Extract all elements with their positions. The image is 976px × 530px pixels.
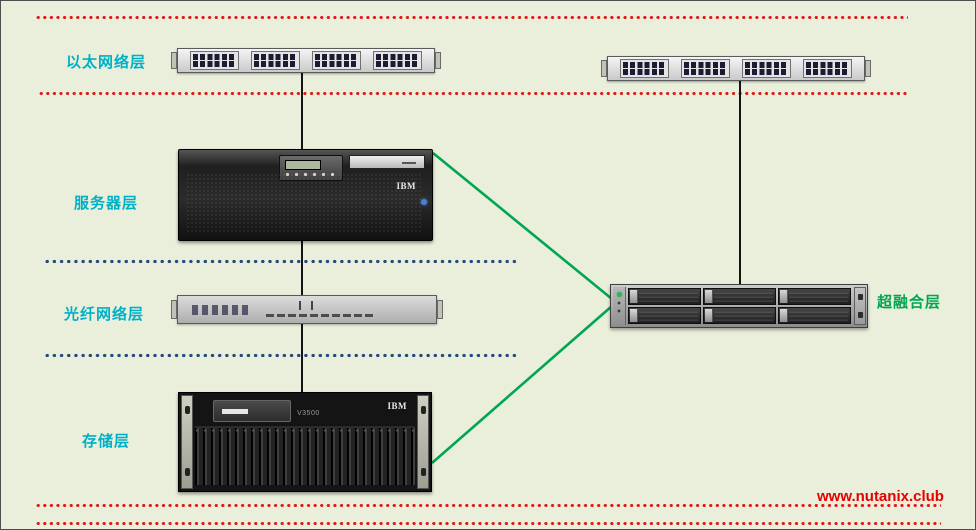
panel-slot	[222, 409, 248, 414]
rack-ear	[865, 60, 871, 77]
ethernet-switch-left	[171, 48, 441, 73]
fiber-switch	[171, 295, 443, 324]
control-strip	[613, 287, 626, 325]
ibm-logo: IBM	[396, 181, 416, 191]
link-hci-to-storage	[431, 305, 613, 464]
label-hci-layer: 超融合层	[876, 294, 941, 311]
ibm-storage: V3500 IBM	[178, 392, 432, 492]
drive-bay	[628, 307, 701, 324]
rack-ear	[171, 52, 177, 69]
red-dotted-line-bottom-2	[36, 521, 941, 526]
link-hci-to-server	[432, 151, 613, 301]
label-fiber-layer: 光纤网络层	[63, 306, 144, 323]
red-dotted-line-bottom-1	[36, 503, 941, 508]
drive-bay	[778, 288, 851, 305]
port-group	[620, 59, 669, 78]
rack-ear	[171, 300, 177, 319]
drive-bay	[628, 288, 701, 305]
label-storage-layer: 存储层	[81, 433, 130, 450]
port-group	[681, 59, 730, 78]
port-group	[251, 51, 300, 70]
rack-ear	[437, 300, 443, 319]
red-dotted-line-top	[36, 15, 908, 20]
dvd-drive	[349, 155, 425, 169]
drive-grid	[195, 426, 415, 485]
label-ethernet-layer: 以太网络层	[65, 54, 146, 71]
hci-server	[610, 284, 868, 328]
blue-dotted-line-upper	[45, 259, 518, 264]
port-group	[803, 59, 852, 78]
status-led	[617, 292, 622, 297]
port-group	[312, 51, 361, 70]
label-server-layer: 服务器层	[73, 195, 138, 212]
port-group	[190, 51, 239, 70]
rack-ear	[601, 60, 607, 77]
drive-bay	[703, 288, 776, 305]
control-panel	[279, 155, 343, 181]
watermark: www.nutanix.club	[817, 488, 944, 505]
panel-buttons	[285, 172, 335, 177]
ibm-server: IBM	[178, 149, 433, 241]
dvd-slot	[402, 162, 416, 164]
rack-ear	[854, 287, 866, 325]
port-group	[373, 51, 422, 70]
mount-bracket	[417, 395, 429, 489]
ibm-logo: IBM	[387, 401, 407, 411]
drive-bay	[703, 307, 776, 324]
rack-ear	[435, 52, 441, 69]
red-dotted-line-second	[39, 91, 908, 96]
drive-bay	[778, 307, 851, 324]
port-group	[742, 59, 791, 78]
lcd-display	[285, 160, 321, 170]
drive-bays	[628, 288, 851, 324]
storage-panel	[213, 400, 291, 422]
storage-model-text: V3500	[297, 410, 320, 417]
mount-bracket	[181, 395, 193, 489]
power-led	[421, 199, 427, 205]
panel-text-detail	[266, 314, 376, 317]
blue-dotted-line-lower	[45, 353, 518, 358]
fiber-ports	[192, 305, 252, 315]
ethernet-switch-right	[601, 56, 871, 81]
panel-detail	[299, 301, 313, 310]
